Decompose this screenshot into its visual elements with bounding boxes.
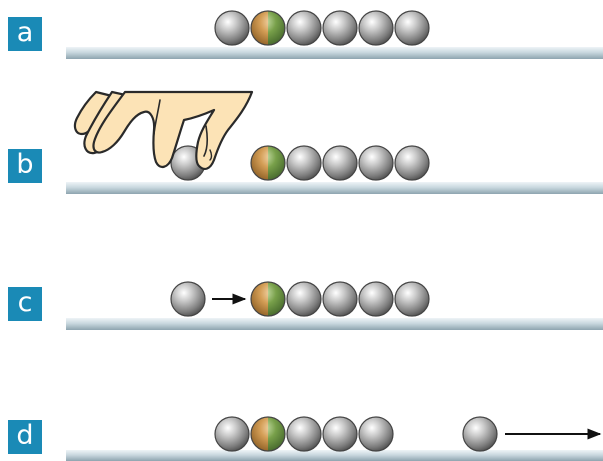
- ball-orange-green: [251, 146, 285, 180]
- ball-gray: [359, 282, 393, 316]
- ball-gray: [359, 146, 393, 180]
- ball-orange-green: [251, 282, 285, 316]
- track-d: [66, 450, 603, 461]
- ball-gray: [359, 11, 393, 45]
- ball-gray: [395, 146, 429, 180]
- balls-d: [215, 417, 497, 451]
- ball-gray: [323, 282, 357, 316]
- ball-gray: [287, 417, 321, 451]
- track-a: [66, 47, 603, 59]
- ball-gray: [215, 11, 249, 45]
- ball-gray: [395, 11, 429, 45]
- track-b: [66, 182, 603, 194]
- ball-gray: [323, 146, 357, 180]
- ball-gray: [287, 11, 321, 45]
- hand-illustration: [75, 92, 252, 169]
- ball-gray: [395, 282, 429, 316]
- ball-gray-incoming: [171, 282, 205, 316]
- ball-gray: [287, 146, 321, 180]
- ball-gray: [323, 417, 357, 451]
- ball-gray: [323, 11, 357, 45]
- ball-orange-green: [251, 417, 285, 451]
- ball-gray: [287, 282, 321, 316]
- balls-a: [215, 11, 429, 45]
- ball-gray: [215, 417, 249, 451]
- ball-orange-green: [251, 11, 285, 45]
- balls-c: [171, 282, 429, 316]
- ball-gray: [359, 417, 393, 451]
- track-c: [66, 318, 603, 330]
- ball-gray-outgoing: [463, 417, 497, 451]
